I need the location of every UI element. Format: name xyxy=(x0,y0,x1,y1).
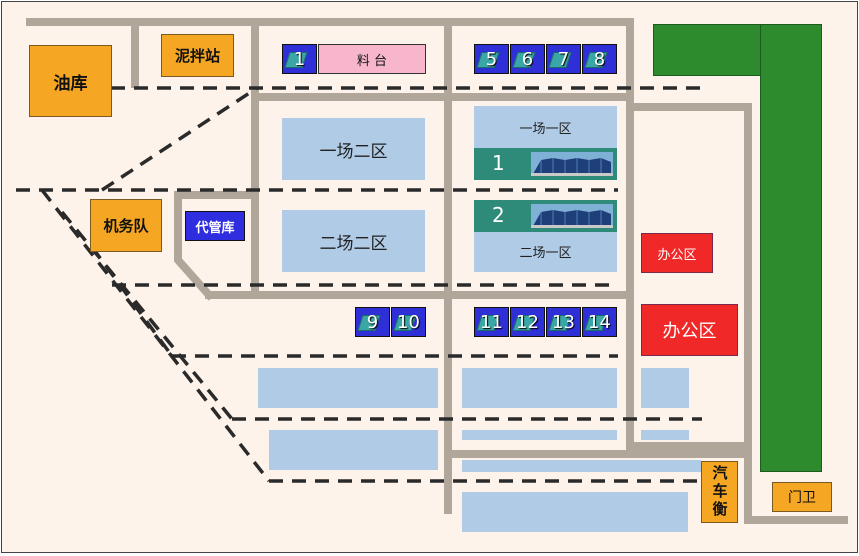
warehouse-number: 1 xyxy=(492,151,505,175)
car-scale[interactable]: 汽车衡 xyxy=(701,461,738,523)
warehouse-2[interactable]: 2 xyxy=(474,200,617,232)
storage-lot[interactable] xyxy=(462,368,617,408)
green-belt-top xyxy=(653,24,763,76)
depot-group-middle-right: 11 12 13 14 xyxy=(474,307,617,337)
custody-depot[interactable]: 代管库 xyxy=(185,211,245,241)
depot-tile[interactable]: 11 xyxy=(474,307,509,337)
zone-label: 一场一区 xyxy=(519,121,572,137)
office-area-large[interactable]: 办公区 xyxy=(641,304,738,356)
green-belt-right xyxy=(760,24,822,472)
storage-lot[interactable] xyxy=(258,368,438,408)
custody-depot-label: 代管库 xyxy=(195,220,235,236)
zone-yard2-area1[interactable]: 二场一区 xyxy=(474,230,617,272)
oil-depot-label: 油库 xyxy=(53,73,88,94)
road xyxy=(174,191,259,301)
storage-lot[interactable] xyxy=(462,460,701,472)
guard-post-label: 门卫 xyxy=(788,490,816,506)
warehouse-1[interactable]: 1 xyxy=(474,148,617,180)
depot-number: 12 xyxy=(516,311,539,333)
depot-tile[interactable]: 9 xyxy=(355,307,390,337)
depot-number: 8 xyxy=(593,48,606,70)
depot-tile[interactable]: 5 xyxy=(474,44,509,74)
depot-number: 7 xyxy=(557,48,570,70)
mixing-station-label: 泥拌站 xyxy=(174,47,220,65)
depot-group-top: 5 6 7 8 xyxy=(474,44,617,74)
storage-lot[interactable] xyxy=(462,492,688,532)
office-area-small-label: 办公区 xyxy=(657,247,697,263)
depot-tile[interactable]: 7 xyxy=(546,44,581,74)
storage-lot[interactable] xyxy=(641,368,689,408)
guard-post[interactable]: 门卫 xyxy=(772,482,832,512)
zone-yard1-area2[interactable]: 一场二区 xyxy=(282,118,425,180)
warehouse-number: 2 xyxy=(492,203,505,227)
depot-number: 6 xyxy=(521,48,534,70)
platform-depot-tile[interactable]: 1 xyxy=(282,44,317,74)
depot-number: 13 xyxy=(552,311,575,333)
storage-lot[interactable] xyxy=(462,430,617,440)
car-scale-label: 汽车衡 xyxy=(710,465,729,519)
depot-tile[interactable]: 6 xyxy=(510,44,545,74)
office-area-small[interactable]: 办公区 xyxy=(641,233,713,273)
mixing-station[interactable]: 泥拌站 xyxy=(161,34,234,77)
zone-yard2-area2[interactable]: 二场二区 xyxy=(282,210,425,272)
path xyxy=(40,188,271,483)
loading-platform[interactable]: 料 台 xyxy=(318,44,426,74)
platform-number: 1 xyxy=(293,48,306,70)
depot-tile[interactable]: 8 xyxy=(582,44,617,74)
oil-depot[interactable]: 油库 xyxy=(29,45,112,117)
zone-label: 二场一区 xyxy=(519,245,572,261)
depot-tile[interactable]: 13 xyxy=(546,307,581,337)
depot-number: 11 xyxy=(480,311,503,333)
platform-tile-group: 1 xyxy=(282,44,317,74)
warehouse-icon xyxy=(531,204,613,228)
storage-lot[interactable] xyxy=(641,430,689,440)
storage-lot[interactable] xyxy=(269,430,438,470)
loading-platform-label: 料 台 xyxy=(356,53,388,69)
office-area-large-label: 办公区 xyxy=(662,321,717,342)
depot-group-middle-left: 9 10 xyxy=(355,307,426,337)
zone-label: 二场二区 xyxy=(319,233,388,254)
warehouse-icon xyxy=(531,152,613,176)
machinery-team[interactable]: 机务队 xyxy=(90,199,162,252)
depot-number: 5 xyxy=(485,48,498,70)
depot-tile[interactable]: 14 xyxy=(582,307,617,337)
depot-number: 14 xyxy=(588,311,611,333)
zone-yard1-area1[interactable]: 一场一区 xyxy=(474,106,617,148)
depot-number: 9 xyxy=(366,311,379,333)
depot-tile[interactable]: 10 xyxy=(391,307,426,337)
machinery-team-label: 机务队 xyxy=(103,217,149,235)
zone-label: 一场二区 xyxy=(319,141,388,162)
depot-tile[interactable]: 12 xyxy=(510,307,545,337)
depot-number: 10 xyxy=(397,311,420,333)
path xyxy=(101,86,258,192)
